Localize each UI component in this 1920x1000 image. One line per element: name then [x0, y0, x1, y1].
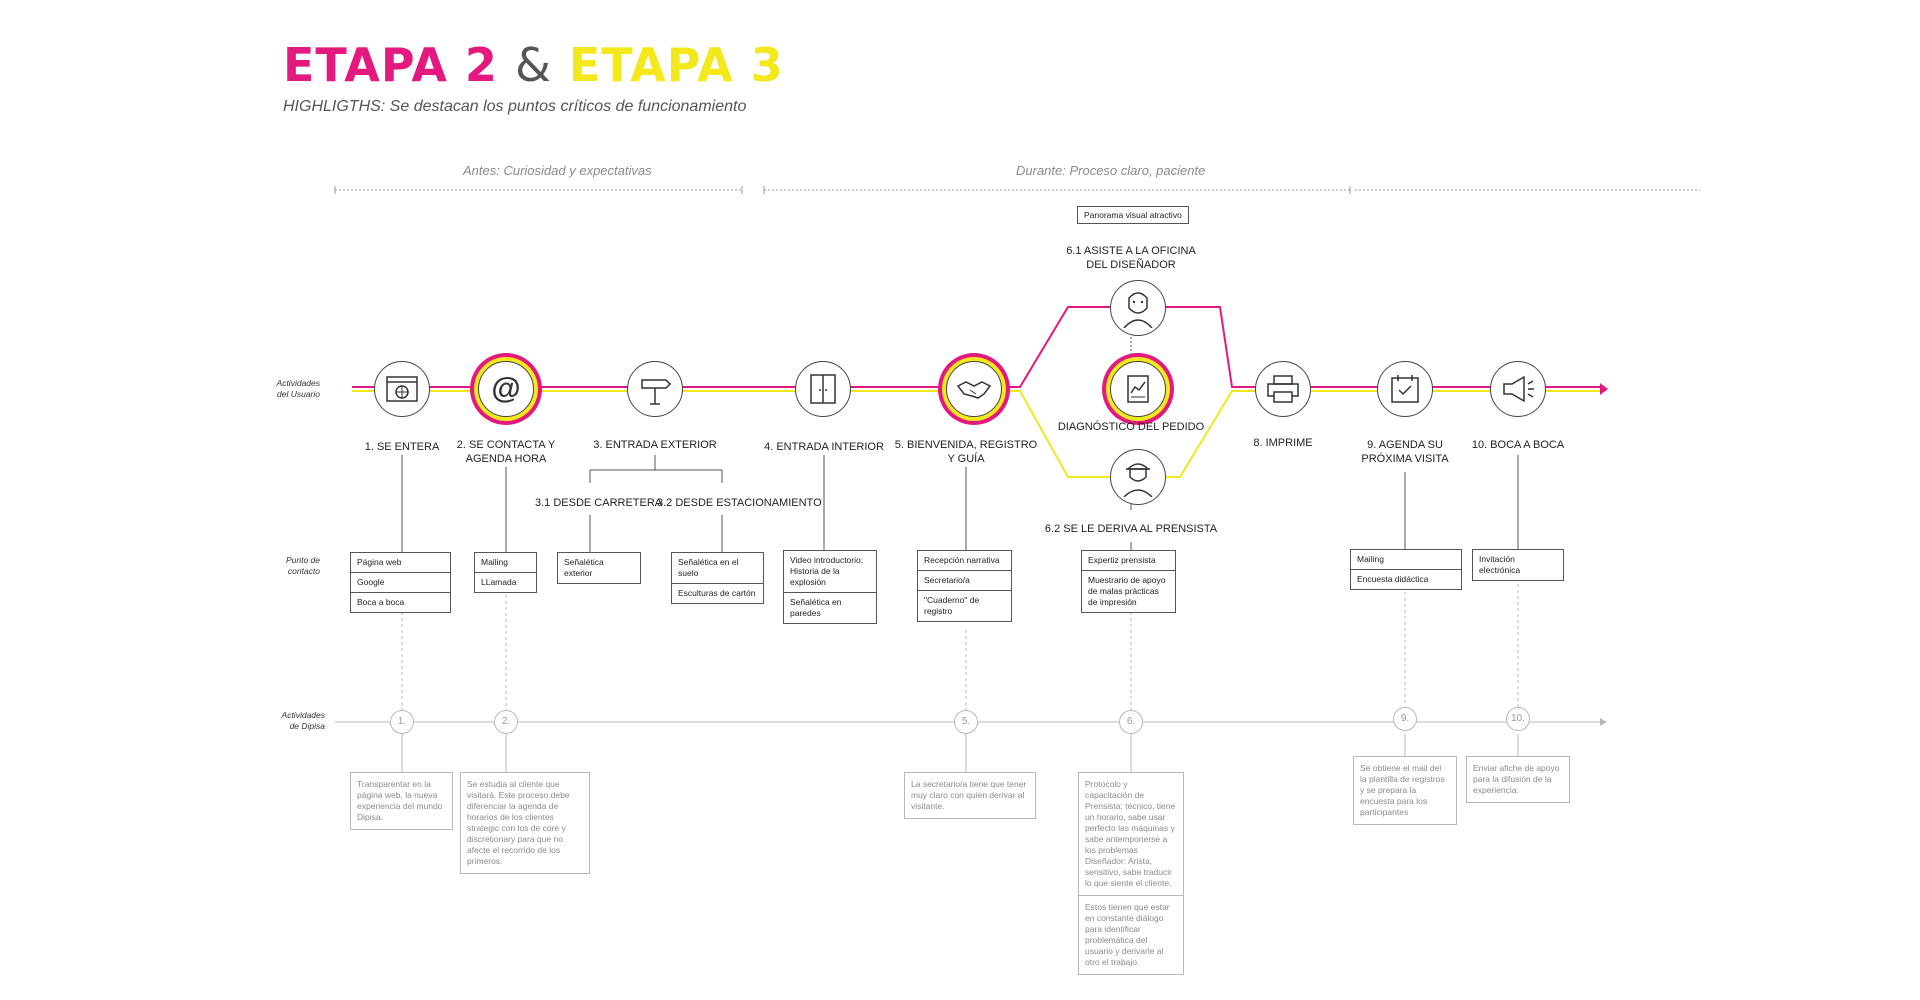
step-1-label: 1. SE ENTERA [364, 441, 440, 453]
dipisa-box-5: La secretario/a tiene que tener muy clar… [904, 772, 1036, 819]
signpost-icon [627, 361, 683, 417]
sub-step-3-2: 3.2 DESDE ESTACIONAMIENTO [657, 497, 822, 509]
dipisa-marker-2: 2. [494, 710, 518, 734]
contact-box-2: Mailing LLamada [474, 552, 537, 593]
sub-step-3-1: 3.1 DESDE CARRETERA [535, 497, 663, 509]
branch-top-note: Panorama visual atractivo [1077, 206, 1189, 224]
contact-box-3-2: Señalética en el suelo Esculturas de car… [671, 552, 764, 604]
door-icon [795, 361, 851, 417]
contact-box-3-1: Señalética exterior [557, 552, 641, 584]
calendar-check-icon [1377, 361, 1433, 417]
step-10-label: 10. BOCA A BOCA [1471, 439, 1565, 451]
dipisa-marker-1: 1. [390, 710, 414, 734]
contact-box-5: Recepción narrativa Secretario/a "Cuader… [917, 550, 1012, 622]
contact-box-10: Invitación electrónica [1472, 549, 1564, 581]
dipisa-marker-6: 6. [1119, 710, 1143, 734]
phase-during-label: Durante: Proceso claro, paciente [1016, 163, 1206, 178]
step-4-label: 4. ENTRADA INTERIOR [764, 441, 884, 453]
step-3-label: 3. ENTRADA EXTERIOR [593, 439, 717, 451]
printer-icon [1255, 361, 1311, 417]
contact-box-1: Página web Google Boca a boca [350, 552, 451, 613]
page-subtitle: HIGHLIGTHS: Se destacan los puntos críti… [283, 98, 747, 115]
web-browser-icon [374, 361, 430, 417]
megaphone-icon [1490, 361, 1546, 417]
contact-box-9: Mailing Encuesta didáctica [1350, 549, 1462, 590]
page-title: ETAPA 2 & ETAPA 3 [283, 38, 784, 92]
dipisa-box-9: Se obtiene el mail del la plantilla de r… [1353, 756, 1457, 825]
at-sign-icon: @ [478, 361, 534, 417]
designer-icon [1110, 280, 1166, 336]
dipisa-marker-5: 5. [954, 710, 978, 734]
document-chart-icon [1110, 361, 1166, 417]
contact-box-6: Expertiz prensista Muestrario de apoyo d… [1081, 550, 1176, 613]
step-6-diagnostic-label: DIAGNÓSTICO DEL PEDIDO [1057, 421, 1205, 433]
step-6-2-label: 6.2 SE LE DERIVA AL PRENSISTA [1044, 523, 1218, 535]
dipisa-marker-10: 10. [1506, 707, 1530, 731]
dipisa-box-2: Se estudia al cliente que visitará. Este… [460, 772, 590, 874]
dipisa-box-1: Transparentar en la página web, la nueva… [350, 772, 453, 830]
dipisa-box-6: Protocolo y capacitación de Prensista: t… [1078, 772, 1184, 975]
handshake-icon [946, 361, 1002, 417]
dipisa-marker-9: 9. [1393, 707, 1417, 731]
worker-helmet-icon [1110, 449, 1166, 505]
step-8-label: 8. IMPRIME [1253, 437, 1313, 449]
dipisa-box-10: Enviar afiche de apoyo para la difusión … [1466, 756, 1570, 803]
contact-box-4: Video introductorio: Historia de la expl… [783, 550, 877, 624]
phase-before-label: Antes: Curiosidad y expectativas [463, 163, 652, 178]
